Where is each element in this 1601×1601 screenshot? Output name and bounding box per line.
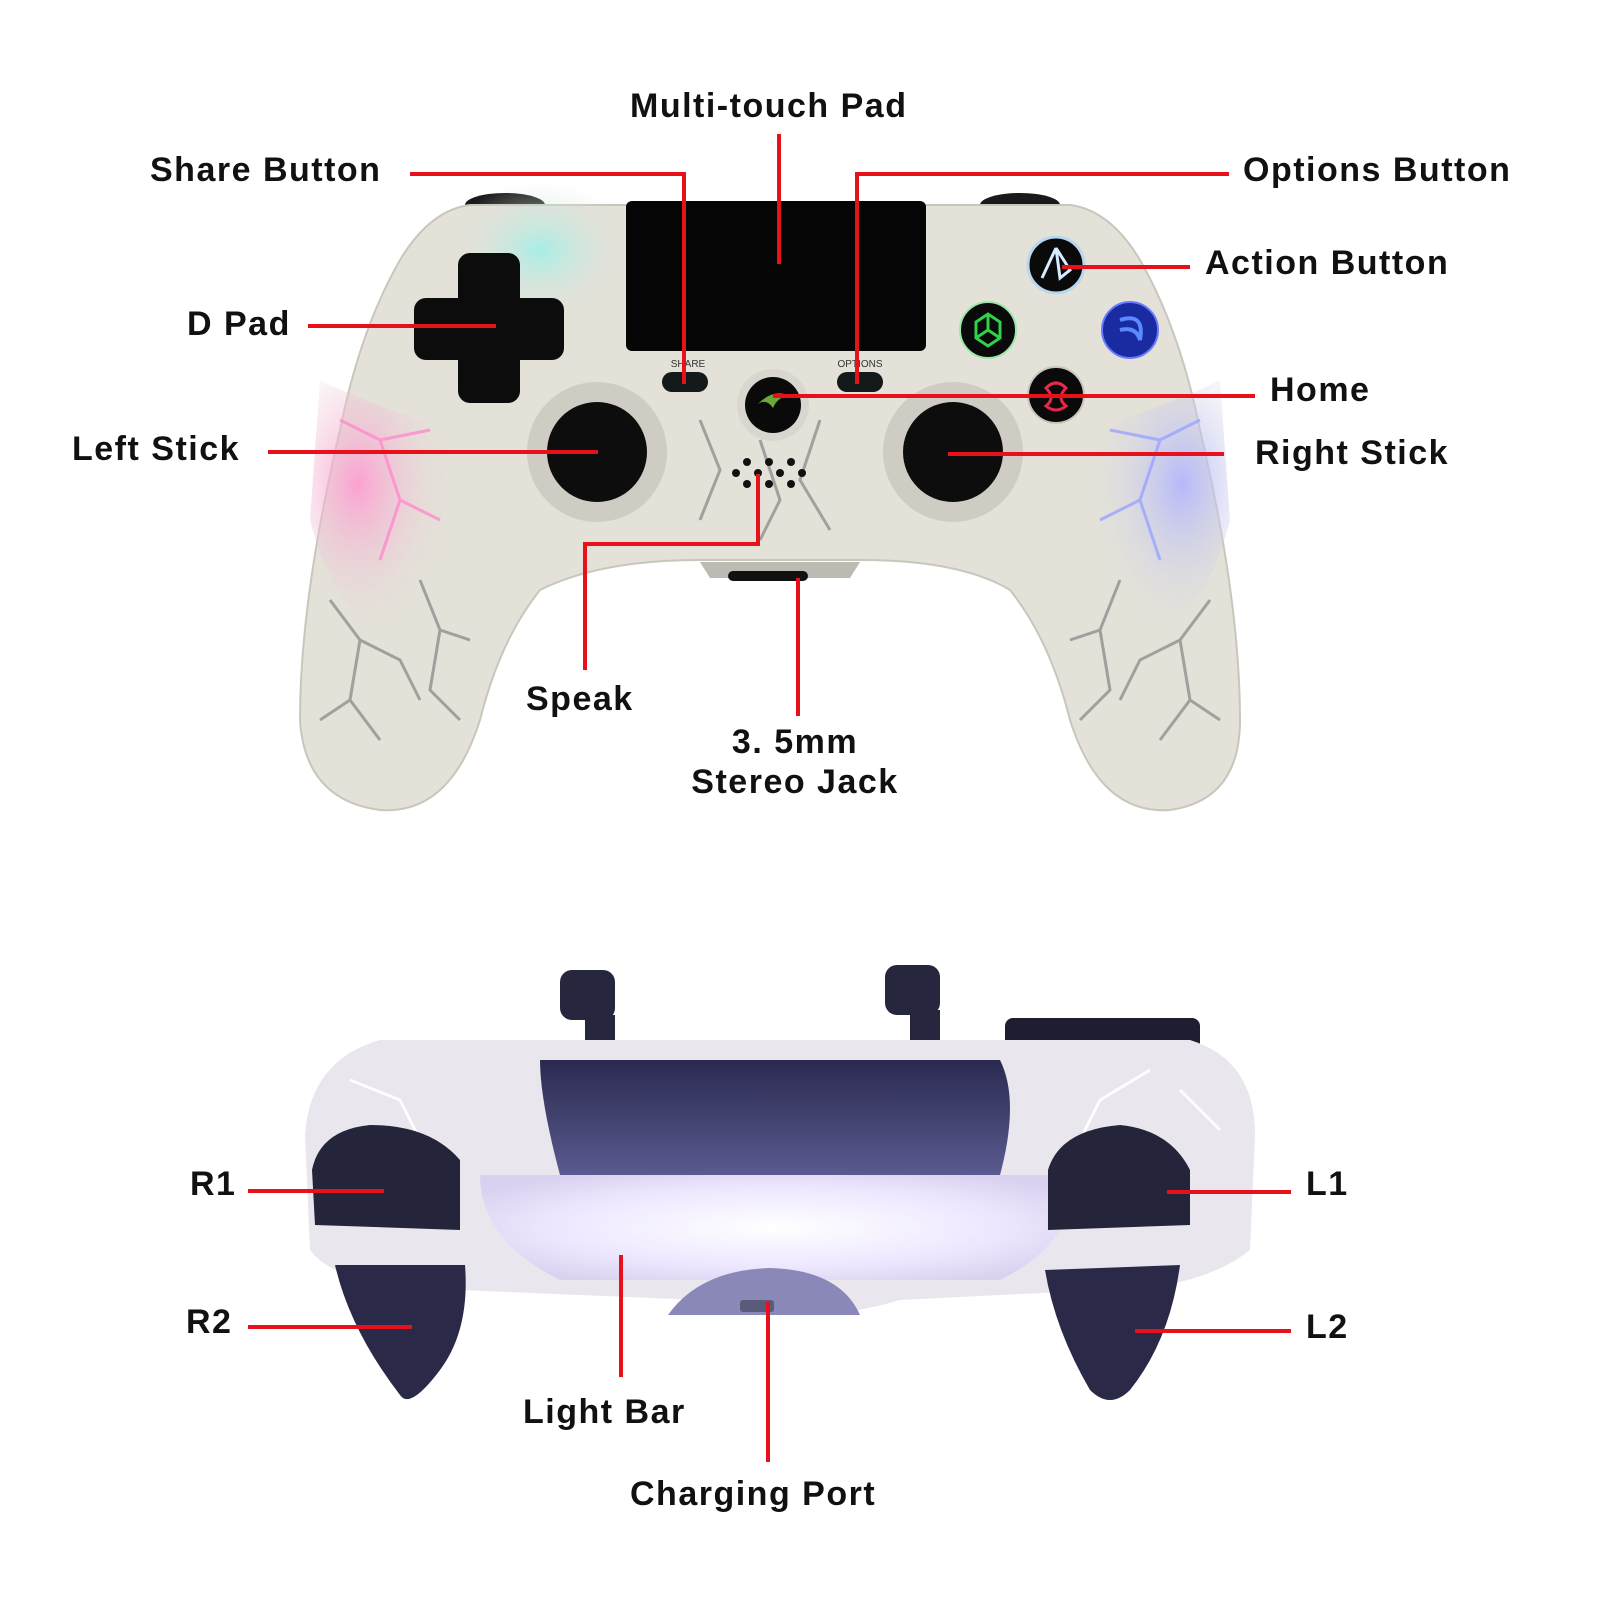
- charging-port-shape: [740, 1300, 774, 1312]
- share-print: SHARE: [671, 359, 706, 370]
- leader-l2: [1135, 1329, 1291, 1333]
- label-l2: L2: [1306, 1308, 1349, 1346]
- leader-charging-port: [766, 1302, 770, 1462]
- l1-shape: [1048, 1125, 1190, 1230]
- leader-r1: [248, 1189, 384, 1193]
- label-stereo-jack-line2: Stereo Jack: [691, 763, 899, 801]
- options-button-shape: [837, 372, 883, 392]
- leader-action-button: [1062, 265, 1190, 269]
- leader-d-pad: [308, 324, 496, 328]
- light-bar: [480, 1175, 1072, 1280]
- label-multi-touch-pad: Multi-touch Pad: [630, 87, 908, 125]
- leader-left-stick: [268, 450, 598, 454]
- top-view: [305, 965, 1255, 1400]
- leader-speak-v2: [583, 542, 587, 670]
- label-home: Home: [1270, 371, 1371, 409]
- leader-home: [773, 394, 1255, 398]
- options-print: OPTIONS: [837, 359, 882, 370]
- stereo-jack-port: [728, 571, 808, 581]
- leader-speak-h: [583, 542, 760, 546]
- label-r1: R1: [190, 1165, 237, 1203]
- label-right-stick: Right Stick: [1255, 434, 1450, 472]
- label-action-button: Action Button: [1205, 244, 1450, 282]
- leader-options-button-h: [855, 172, 1229, 176]
- label-stereo-jack-line1: 3. 5mm: [731, 723, 859, 761]
- label-left-stick: Left Stick: [72, 430, 241, 468]
- leader-share-button-h: [410, 172, 686, 176]
- leader-light-bar: [619, 1255, 623, 1377]
- r2-shape: [335, 1265, 466, 1400]
- label-d-pad: D Pad: [187, 305, 291, 343]
- label-l1: L1: [1306, 1165, 1349, 1203]
- leader-share-button-v: [682, 172, 686, 384]
- leader-right-stick: [948, 452, 1224, 456]
- multi-touch-pad: [626, 201, 926, 351]
- leader-r2: [248, 1325, 412, 1329]
- leader-options-button-v: [855, 172, 859, 384]
- leader-speak-v1: [756, 474, 760, 546]
- label-charging-port: Charging Port: [630, 1475, 877, 1513]
- label-light-bar: Light Bar: [523, 1393, 686, 1431]
- label-speak: Speak: [526, 680, 634, 718]
- r1-shape: [312, 1125, 460, 1230]
- leader-stereo-jack: [796, 578, 800, 716]
- leader-l1: [1167, 1190, 1291, 1194]
- label-r2: R2: [186, 1303, 233, 1341]
- l2-shape: [1045, 1265, 1180, 1400]
- label-share-button: Share Button: [150, 151, 382, 189]
- charging-dock: [668, 1268, 860, 1315]
- touchpad-edge: [540, 1060, 1010, 1175]
- d-pad: [414, 253, 564, 403]
- label-options-button: Options Button: [1243, 151, 1512, 189]
- leader-multi-touch-pad: [777, 134, 781, 264]
